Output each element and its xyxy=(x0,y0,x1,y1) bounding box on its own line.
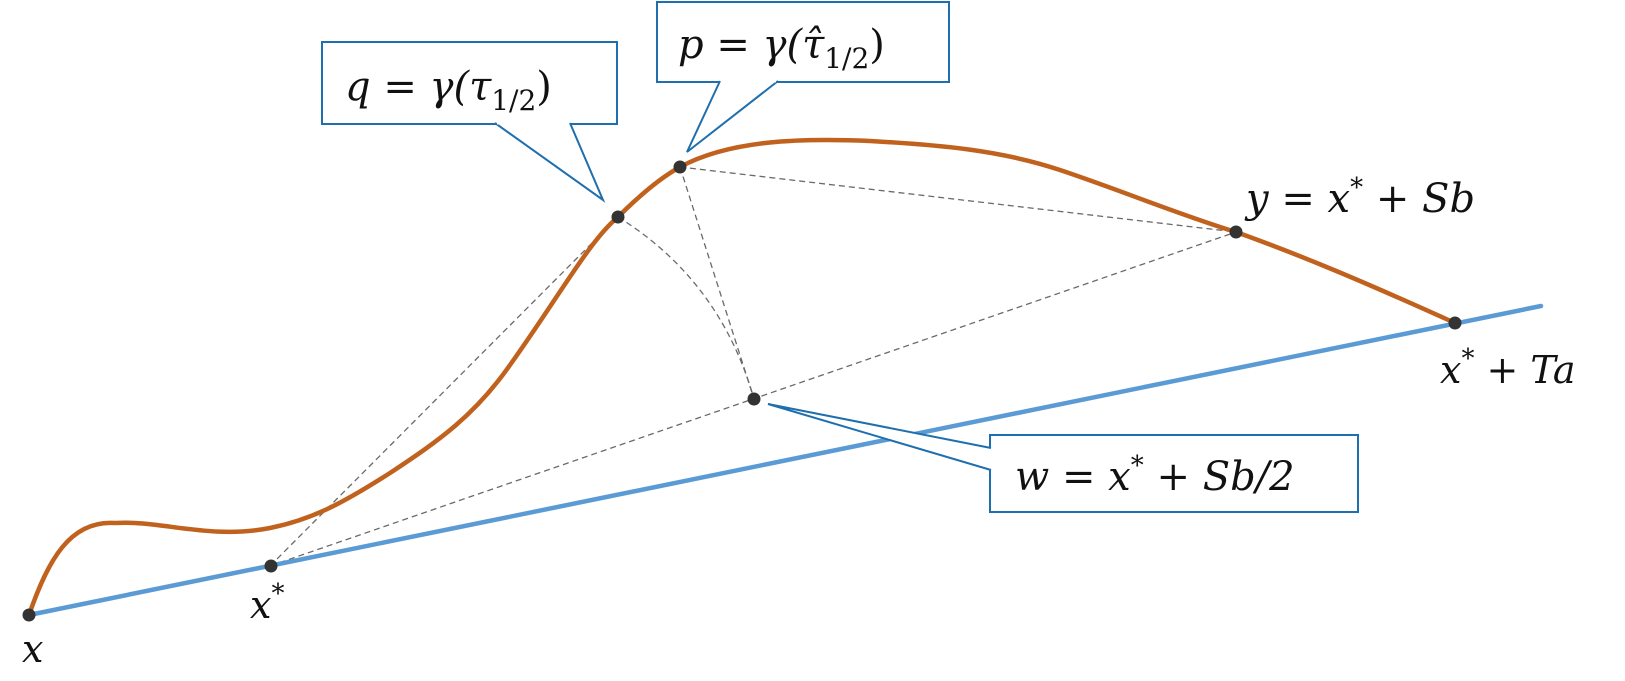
point-x xyxy=(22,608,36,622)
callout-p: p = γ(τ̂1/2) xyxy=(656,1,950,153)
callout-q-pointer xyxy=(494,122,606,203)
dashed-p-to-y xyxy=(679,166,1237,233)
point-x-star xyxy=(264,559,278,573)
callout-w-box xyxy=(989,434,1359,513)
label-y: y = x* + Sb xyxy=(1244,173,1475,222)
points xyxy=(22,160,1462,622)
point-y xyxy=(1229,225,1243,239)
curve-gamma xyxy=(26,137,1458,618)
label-x-star-plus-Ta: x* + Ta xyxy=(1440,344,1576,392)
callout-w-text: w = x* + Sb/2 xyxy=(1015,451,1295,500)
callout-q-box xyxy=(321,41,618,125)
point-w xyxy=(747,392,761,406)
callout-q: q = γ(τ1/2) xyxy=(321,41,618,203)
dashed-p-to-w xyxy=(679,166,755,400)
callout-q-text: q = γ(τ1/2) xyxy=(345,64,552,117)
dashed-arc-q-to-w xyxy=(617,216,755,400)
straight-line xyxy=(26,303,1544,618)
point-x-star-Ta xyxy=(1448,316,1462,330)
callout-w: w = x* + Sb/2 xyxy=(767,403,1359,513)
point-q xyxy=(611,210,625,224)
callout-p-text: p = γ(τ̂1/2) xyxy=(678,22,885,75)
label-x-star: x* xyxy=(250,579,284,627)
callout-p-pointer xyxy=(686,80,779,153)
point-p xyxy=(673,160,687,174)
label-x: x xyxy=(22,627,43,671)
callout-p-box xyxy=(656,1,950,83)
callout-w-pointer xyxy=(767,403,992,471)
